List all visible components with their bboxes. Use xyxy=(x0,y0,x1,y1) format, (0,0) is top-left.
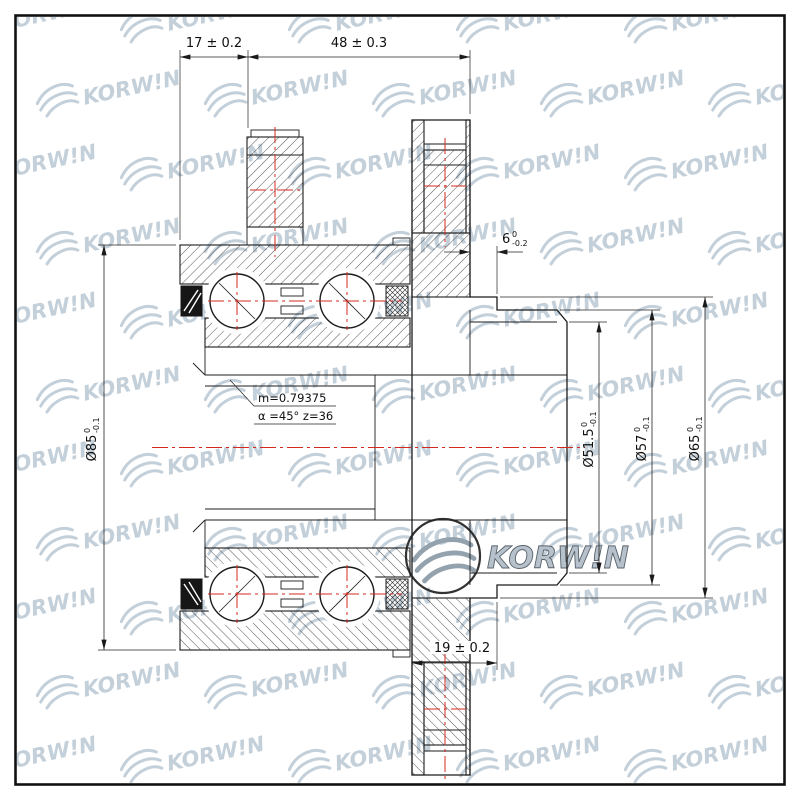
dim-dia-51-5: Ø51.5 0 -0.1 xyxy=(569,321,607,574)
spline-annotation: m=0.79375 α =45° z=36 xyxy=(229,379,336,425)
korwin-watermark xyxy=(34,356,183,415)
korwin-watermark xyxy=(790,282,800,341)
korwin-watermark xyxy=(454,0,603,45)
korwin-watermark xyxy=(118,134,267,193)
korwin-watermark xyxy=(622,0,771,45)
dim-step-6-label: 6 xyxy=(502,232,510,247)
korwin-watermark xyxy=(454,134,603,193)
korwin-watermark xyxy=(622,578,771,637)
korwin-watermark xyxy=(202,652,351,711)
svg-text:-0.1: -0.1 xyxy=(589,411,598,427)
svg-text:0: 0 xyxy=(512,230,517,239)
centerlines xyxy=(152,127,585,782)
dim-width-19-label: 19 ± 0.2 xyxy=(434,641,490,656)
spline-params-label: α =45° z=36 xyxy=(258,409,333,423)
korwin-watermark xyxy=(622,282,771,341)
korwin-watermark xyxy=(118,726,267,785)
svg-text:-0.2: -0.2 xyxy=(512,239,528,248)
korwin-watermark xyxy=(706,356,800,415)
dim-dia-65-label: Ø65 xyxy=(688,435,703,462)
dim-step-6: 6 0 -0.2 xyxy=(444,230,528,294)
svg-text:0: 0 xyxy=(686,427,695,432)
dim-width-19: 19 ± 0.2 xyxy=(412,602,498,670)
korwin-watermark xyxy=(706,504,800,563)
korwin-watermark xyxy=(118,430,267,489)
dim-dia-85-label: Ø85 xyxy=(85,435,100,462)
svg-text:0: 0 xyxy=(580,422,589,427)
korwin-watermark xyxy=(538,208,687,267)
korwin-watermark xyxy=(790,726,800,785)
korwin-logo-text: KORW!N xyxy=(487,541,629,576)
korwin-watermark xyxy=(34,208,183,267)
dim-width-48-label: 48 ± 0.3 xyxy=(331,36,387,51)
korwin-watermark xyxy=(790,0,800,45)
spline-module-label: m=0.79375 xyxy=(258,391,326,405)
korwin-watermark xyxy=(454,578,603,637)
dim-dia-57-label: Ø57 xyxy=(635,435,650,462)
svg-text:-0.1: -0.1 xyxy=(92,417,101,433)
korwin-watermark xyxy=(454,282,603,341)
dim-width-17-48: 17 ± 0.2 48 ± 0.3 xyxy=(179,36,471,240)
korwin-logo: KORW!N xyxy=(404,517,629,595)
dim-dia-85: Ø85 0 -0.1 xyxy=(83,244,176,651)
korwin-watermark xyxy=(622,134,771,193)
svg-text:0: 0 xyxy=(83,428,92,433)
korwin-watermark xyxy=(790,430,800,489)
dim-dia-57: Ø57 0 -0.1 xyxy=(560,309,660,586)
korwin-watermark xyxy=(790,578,800,637)
korwin-watermark xyxy=(706,60,800,119)
korwin-watermark xyxy=(454,430,603,489)
korwin-watermark xyxy=(790,134,800,193)
svg-text:0: 0 xyxy=(633,427,642,432)
korwin-watermark xyxy=(622,726,771,785)
korwin-watermark xyxy=(706,208,800,267)
korwin-watermark xyxy=(454,726,603,785)
svg-text:-0.1: -0.1 xyxy=(642,416,651,432)
svg-text:-0.1: -0.1 xyxy=(695,416,704,432)
dimensions: 17 ± 0.2 48 ± 0.3 6 0 -0.2 Ø85 0 -0.1 xyxy=(83,36,713,670)
korwin-watermark xyxy=(370,356,519,415)
korwin-watermark xyxy=(370,60,519,119)
korwin-watermark xyxy=(538,60,687,119)
korwin-watermark xyxy=(34,504,183,563)
korwin-watermark xyxy=(286,430,435,489)
drawing-frame xyxy=(14,14,786,786)
korwin-watermark xyxy=(34,652,183,711)
dim-width-17-label: 17 ± 0.2 xyxy=(186,36,242,51)
dim-dia-51-5-label: Ø51.5 xyxy=(582,428,597,467)
korwin-watermark xyxy=(538,356,687,415)
korwin-watermark xyxy=(706,652,800,711)
korwin-watermark xyxy=(538,652,687,711)
korwin-watermark xyxy=(34,60,183,119)
dim-dia-65: Ø65 0 -0.1 xyxy=(500,296,713,599)
korwin-watermark xyxy=(202,60,351,119)
